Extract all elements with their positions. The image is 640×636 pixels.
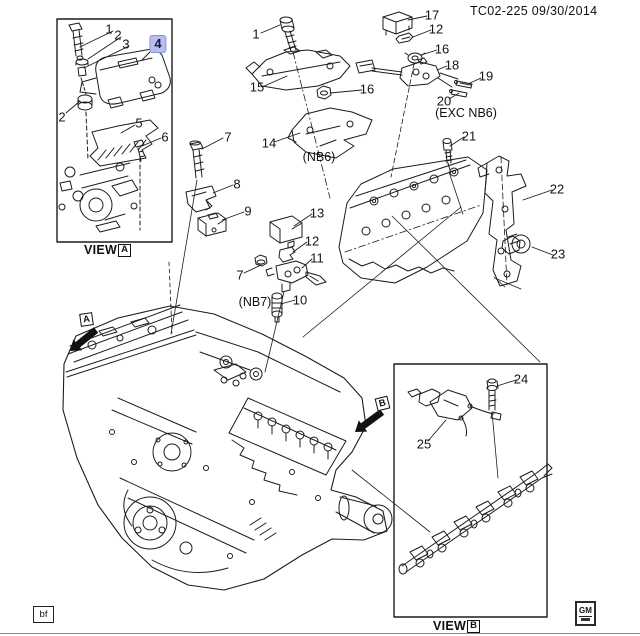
view-b-box xyxy=(393,363,548,618)
callout-4[interactable]: 4 xyxy=(149,35,167,53)
bracket-plate-drawing xyxy=(245,16,373,199)
callout-2[interactable]: 2 xyxy=(58,109,66,125)
callout-20[interactable]: 20 xyxy=(436,93,452,109)
callout-1[interactable]: 1 xyxy=(252,26,260,42)
callout-10[interactable]: 10 xyxy=(292,292,308,308)
leader-lines xyxy=(65,15,554,442)
arrow-a-icon xyxy=(70,327,99,351)
callout-7[interactable]: 7 xyxy=(236,267,244,283)
callout-12[interactable]: 12 xyxy=(304,233,320,249)
exc-nb6-label: (EXC NB6) xyxy=(435,106,497,120)
callout-18[interactable]: 18 xyxy=(444,57,460,73)
gm-logo: GM xyxy=(575,601,596,626)
ecm-module-drawing xyxy=(58,22,171,233)
sensor-column-drawing xyxy=(170,140,327,373)
callout-8[interactable]: 8 xyxy=(233,176,241,192)
rocker-shaft-drawing xyxy=(398,378,553,575)
callout-9[interactable]: 9 xyxy=(244,203,252,219)
nb6-label: (NB6) xyxy=(302,150,336,164)
page-title: TC02-225 09/30/2014 xyxy=(470,4,598,18)
view-a-letter-box: A xyxy=(118,243,132,257)
footer-mark-box: bf xyxy=(33,606,54,623)
callout-15[interactable]: 15 xyxy=(249,79,265,95)
callout-23[interactable]: 23 xyxy=(550,246,566,262)
view-a-word: VIEW xyxy=(84,243,118,257)
callout-12[interactable]: 12 xyxy=(428,21,444,37)
view-b-word: VIEW xyxy=(433,619,467,633)
callout-17[interactable]: 17 xyxy=(424,7,440,23)
callout-21[interactable]: 21 xyxy=(461,128,477,144)
callout-5[interactable]: 5 xyxy=(135,115,143,131)
callout-16[interactable]: 16 xyxy=(359,81,375,97)
callout-25[interactable]: 25 xyxy=(416,436,432,452)
view-b-label: VIEW B xyxy=(433,619,481,633)
callout-11[interactable]: 11 xyxy=(310,250,324,266)
view-a-label: VIEW A xyxy=(84,243,132,257)
view-a-box xyxy=(56,18,173,243)
page-bottom-rule xyxy=(0,633,640,634)
callout-22[interactable]: 22 xyxy=(549,181,565,197)
callout-7[interactable]: 7 xyxy=(224,129,232,145)
gm-logo-text: GM xyxy=(579,605,592,617)
bracket-sensor-right-drawing xyxy=(477,155,531,290)
engine-drawing xyxy=(62,304,393,591)
callout-19[interactable]: 19 xyxy=(478,68,494,84)
callout-3[interactable]: 3 xyxy=(122,36,130,52)
callout-14[interactable]: 14 xyxy=(261,135,277,151)
callout-24[interactable]: 24 xyxy=(513,371,529,387)
arrow-a-letter-box: A xyxy=(79,312,94,327)
view-b-letter-box: B xyxy=(467,619,481,633)
callout-1[interactable]: 1 xyxy=(105,21,113,37)
cylinder-head-drawing xyxy=(338,156,488,284)
gm-logo-bar xyxy=(581,617,590,621)
callout-2[interactable]: 2 xyxy=(114,27,122,43)
nb7-label: (NB7) xyxy=(238,295,272,309)
callout-13[interactable]: 13 xyxy=(309,205,325,221)
pointer-lines xyxy=(168,206,541,533)
callout-6[interactable]: 6 xyxy=(161,129,169,145)
callout-16[interactable]: 16 xyxy=(434,41,450,57)
footer-mark: bf xyxy=(39,609,48,620)
arrow-b-icon xyxy=(355,409,385,432)
